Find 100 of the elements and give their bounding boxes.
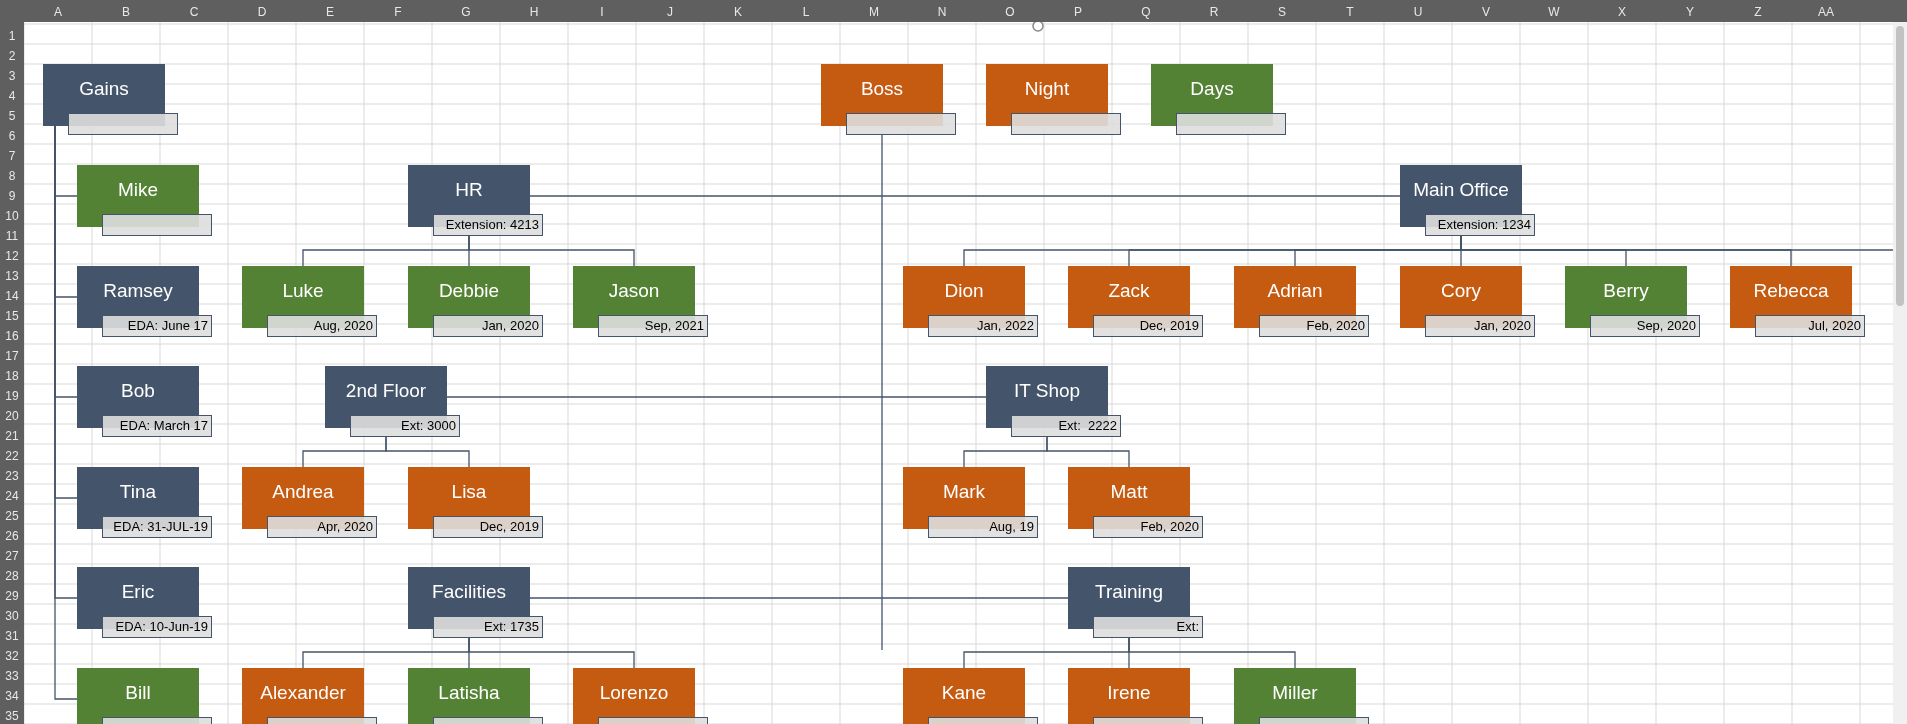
date-tag: Sep, 2021 (598, 315, 708, 337)
column-header: F (393, 4, 403, 21)
person-name: Boss (859, 77, 905, 101)
row-number: 26 (4, 528, 20, 545)
row-number: 8 (7, 168, 17, 185)
date-tag: Jan, 2022 (928, 315, 1038, 337)
row-number: 17 (4, 348, 20, 365)
date-tag: Ext: 2222 (1011, 415, 1121, 437)
person-name: 2nd Floor (344, 379, 428, 403)
row-number: 4 (7, 88, 17, 105)
date-tag: Jan, 2020 (433, 315, 543, 337)
row-number: 25 (4, 508, 20, 525)
row-number: 29 (4, 588, 20, 605)
row-number: 34 (4, 688, 20, 705)
person-name: Matt (1109, 480, 1149, 504)
row-number: 24 (4, 488, 20, 505)
row-number: 9 (7, 188, 17, 205)
column-header: Z (1753, 4, 1763, 21)
date-tag: Feb, 2020 (1259, 315, 1369, 337)
date-tag: EDA: March 17 (102, 415, 212, 437)
person-name: Days (1189, 77, 1235, 101)
date-tag (68, 113, 178, 135)
column-header: G (460, 4, 472, 21)
date-tag (1011, 113, 1121, 135)
person-name: Facilities (431, 580, 507, 604)
person-name: Mike (116, 178, 160, 202)
person-name: Bill (124, 681, 152, 705)
row-number: 14 (4, 288, 20, 305)
connector-line (881, 134, 883, 651)
row-number: 28 (4, 568, 20, 585)
column-header: R (1208, 4, 1220, 21)
person-name: Cory (1439, 279, 1483, 303)
person-name: Kane (940, 681, 988, 705)
column-header: K (733, 4, 743, 21)
date-tag: Jul, 2020 (1755, 315, 1865, 337)
row-number: 10 (4, 208, 20, 225)
connector-line (529, 597, 1069, 599)
row-number: 16 (4, 328, 20, 345)
column-header: C (188, 4, 200, 21)
date-tag: EDA: June 17 (102, 315, 212, 337)
row-number: 3 (7, 68, 17, 85)
person-name: Dion (943, 279, 985, 303)
column-header: S (1277, 4, 1287, 21)
column-header: P (1073, 4, 1083, 21)
row-number: 33 (4, 668, 20, 685)
person-name: HR (454, 178, 484, 202)
person-name: Latisha (437, 681, 501, 705)
person-name: Alexander (259, 681, 347, 705)
column-header: O (1004, 4, 1016, 21)
column-header: M (868, 4, 880, 21)
row-number: 2 (7, 48, 17, 65)
row-number: 19 (4, 388, 20, 405)
row-number: 21 (4, 428, 20, 445)
column-header: A (53, 4, 63, 21)
column-header: Y (1685, 4, 1695, 21)
date-tag: Jan, 2020 (1425, 315, 1535, 337)
column-header: B (121, 4, 131, 21)
connector-line (1128, 637, 1296, 669)
row-number: 22 (4, 448, 20, 465)
date-tag: Apr, 2020 (267, 516, 377, 538)
column-header: N (936, 4, 948, 21)
column-header: I (599, 4, 605, 21)
column-header: U (1412, 4, 1424, 21)
column-header: T (1345, 4, 1355, 21)
date-tag (1176, 113, 1286, 135)
column-header: Q (1140, 4, 1152, 21)
person-name: Rebecca (1752, 279, 1830, 303)
person-name: Miller (1271, 681, 1319, 705)
date-tag: Ext: 3000 (350, 415, 460, 437)
person-name: Bob (120, 379, 156, 403)
person-name: IT Shop (1012, 379, 1082, 403)
person-name: Jason (607, 279, 661, 303)
date-tag: Aug, 2020 (267, 315, 377, 337)
row-number: 13 (4, 268, 20, 285)
column-header: V (1481, 4, 1491, 21)
person-name: Tina (118, 480, 158, 504)
column-header: X (1617, 4, 1627, 21)
person-name: Andrea (271, 480, 335, 504)
row-number: 15 (4, 308, 20, 325)
row-number: 7 (7, 148, 17, 165)
date-tag (846, 113, 956, 135)
column-header: J (666, 4, 674, 21)
person-name: Adrian (1266, 279, 1324, 303)
row-number: 30 (4, 608, 20, 625)
column-header: D (256, 4, 268, 21)
column-header: H (528, 4, 540, 21)
date-tag: Dec, 2019 (433, 516, 543, 538)
column-header: L (801, 4, 811, 21)
date-tag: EDA: 10-Jun-19 (102, 616, 212, 638)
row-number: 11 (4, 228, 20, 245)
person-name: Eric (120, 580, 156, 604)
person-name: Gains (78, 77, 130, 101)
row-number: 18 (4, 368, 20, 385)
connector-line (1046, 436, 1130, 468)
row-number: 23 (4, 468, 20, 485)
person-name: Zack (1107, 279, 1151, 303)
row-number: 5 (7, 108, 17, 125)
date-tag: Ext: 1735 (433, 616, 543, 638)
connector-line (385, 436, 470, 468)
person-name: Mark (941, 480, 987, 504)
